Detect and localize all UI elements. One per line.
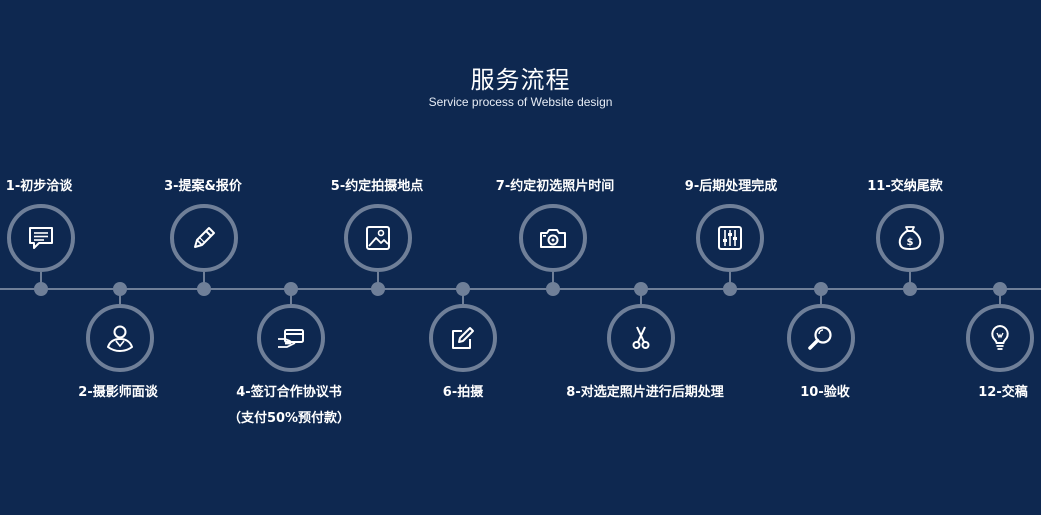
step-12-circle: [966, 304, 1034, 372]
image-icon: [366, 226, 390, 250]
timeline-dot: [634, 282, 648, 296]
money-bag-icon: $: [898, 226, 922, 250]
step-4-circle: [257, 304, 325, 372]
step-5-label: 5-约定拍摄地点: [330, 179, 424, 194]
step-4-title: 4-签订合作协议书: [236, 385, 342, 400]
timeline-dot: [993, 282, 1007, 296]
step-1-label: 1-初步洽谈: [5, 179, 73, 194]
step-2-circle: [86, 304, 154, 372]
timeline-stem: [119, 290, 121, 304]
step-9-circle: [696, 204, 764, 272]
timeline-stem: [377, 272, 379, 288]
timeline-dot: [456, 282, 470, 296]
user-icon: [107, 325, 133, 352]
timeline-dot: [371, 282, 385, 296]
timeline-stem: [640, 290, 642, 304]
svg-text:$: $: [907, 237, 914, 248]
step-6-label: 6-拍摄: [442, 385, 484, 400]
card-payment-icon: [278, 329, 304, 348]
timeline-dot: [34, 282, 48, 296]
page-subtitle: Service process of Website design: [428, 95, 613, 109]
timeline-stem: [820, 290, 822, 304]
step-4-label: 4-签订合作协议书 （支付50%预付款）: [228, 383, 350, 429]
chat-icon: [29, 227, 53, 249]
step-8-circle: [607, 304, 675, 372]
step-10-circle: [787, 304, 855, 372]
page-title: 服务流程: [470, 66, 571, 94]
step-6-circle: [429, 304, 497, 372]
timeline-stem: [203, 272, 205, 288]
step-9-label: 9-后期处理完成: [684, 179, 778, 194]
timeline-stem: [290, 290, 292, 304]
camera-icon: [540, 229, 566, 248]
timeline-stem: [462, 290, 464, 304]
timeline-line: [0, 288, 1041, 290]
step-12-label: 12-交稿: [978, 385, 1028, 400]
step-5-circle: [344, 204, 412, 272]
step-7-label: 7-约定初选照片时间: [495, 179, 615, 194]
timeline-dot: [113, 282, 127, 296]
scissors-icon: [632, 326, 650, 349]
step-11-circle: $: [876, 204, 944, 272]
timeline-stem: [729, 272, 731, 288]
pencil-icon: [194, 227, 215, 248]
timeline-dot: [723, 282, 737, 296]
timeline-dot: [903, 282, 917, 296]
timeline-dot: [546, 282, 560, 296]
step-3-circle: [170, 204, 238, 272]
step-11-label: 11-交纳尾款: [867, 179, 943, 194]
step-7-circle: [519, 204, 587, 272]
timeline-stem: [999, 290, 1001, 304]
timeline-stem: [909, 272, 911, 288]
lightbulb-icon: [991, 325, 1009, 350]
timeline-dot: [284, 282, 298, 296]
step-2-label: 2-摄影师面谈: [78, 385, 158, 400]
step-8-label: 8-对选定照片进行后期处理: [566, 385, 724, 400]
step-3-label: 3-提案&报价: [164, 179, 242, 194]
magnifier-icon: [808, 326, 832, 350]
timeline-dot: [197, 282, 211, 296]
sliders-icon: [718, 226, 742, 250]
step-10-label: 10-验收: [800, 385, 850, 400]
timeline-stem: [552, 272, 554, 288]
timeline-dot: [814, 282, 828, 296]
step-4-subtitle: （支付50%预付款）: [227, 411, 351, 426]
step-1-circle: [7, 204, 75, 272]
timeline-stem: [40, 272, 42, 288]
edit-icon: [452, 327, 474, 349]
